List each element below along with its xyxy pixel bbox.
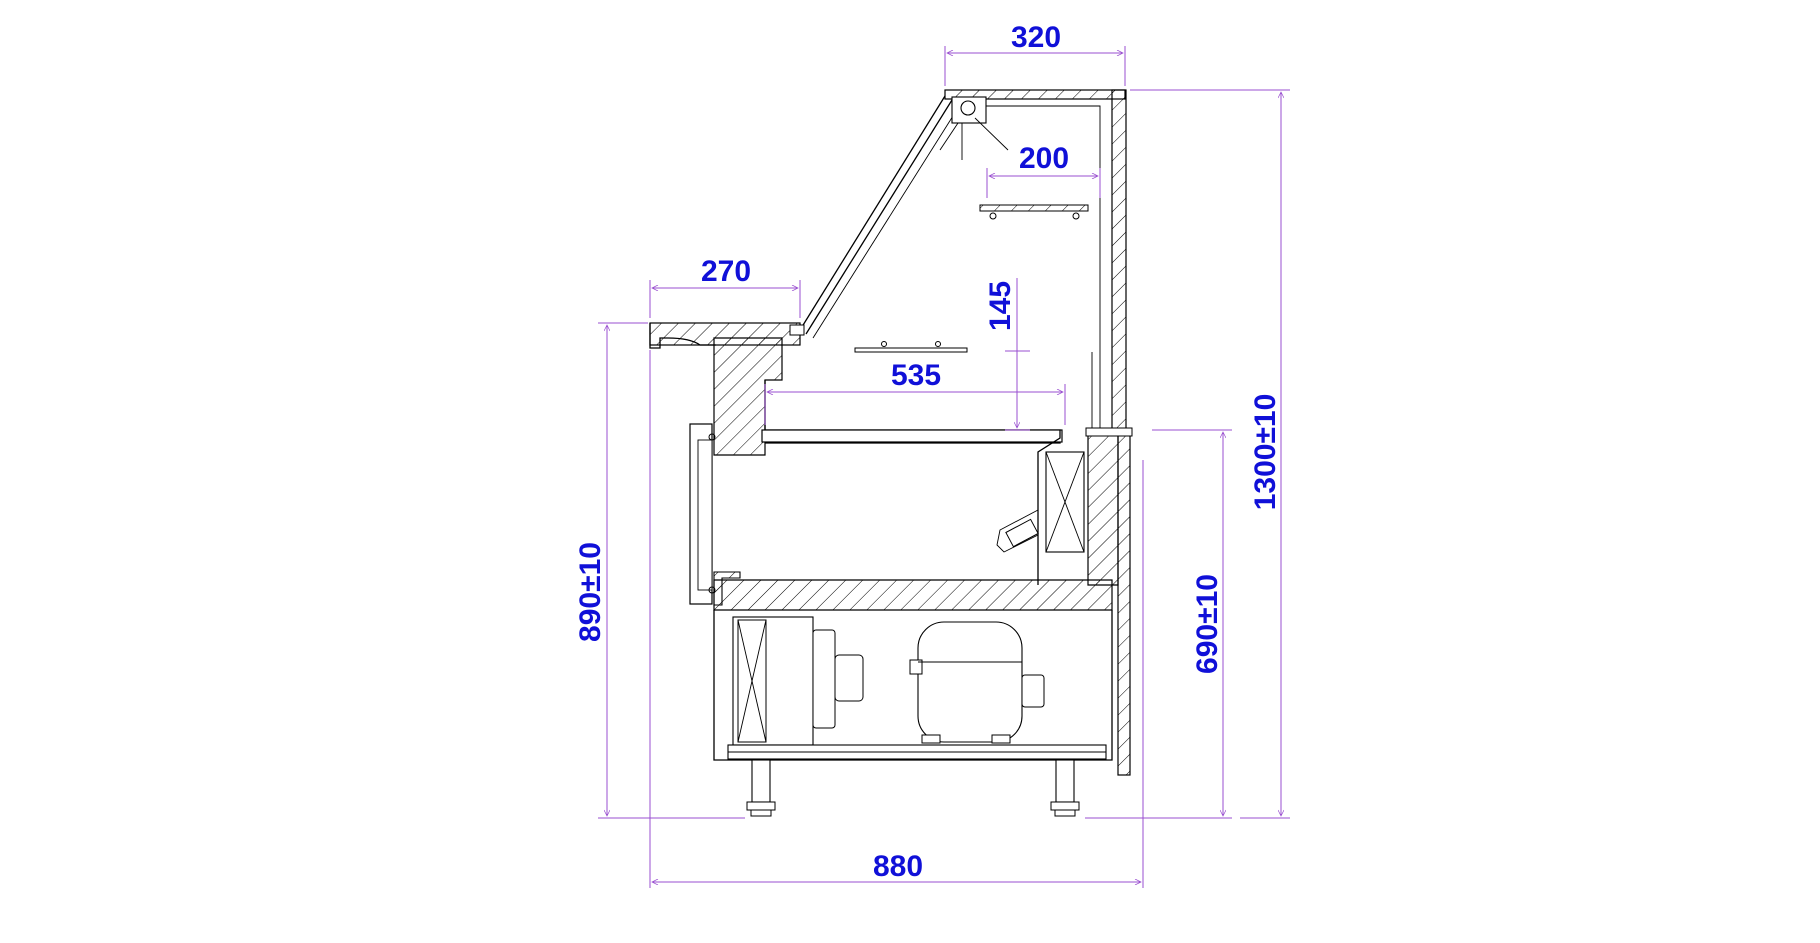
front-door	[689, 423, 716, 605]
dim-label-overall-height: 1300±10	[1249, 394, 1282, 511]
dim-label-overall-width: 880	[873, 850, 923, 883]
light-fixture	[939, 96, 1009, 160]
fan-motor	[812, 629, 836, 729]
base-insulation	[713, 579, 1113, 611]
dim-label-counter-depth: 270	[701, 255, 751, 288]
dim-counter-depth: 270	[649, 255, 801, 318]
dim-label-shelf-upper-depth: 200	[1019, 142, 1069, 175]
dim-label-deck-height: 690±10	[1191, 574, 1224, 674]
front-glass	[799, 95, 959, 339]
dim-top-width: 320	[944, 21, 1126, 86]
dim-deck-depth: 535	[764, 359, 1066, 425]
compressor	[909, 621, 1045, 744]
display-deck	[761, 429, 1063, 443]
dim-counter-height: 890±10	[574, 322, 745, 819]
dim-label-counter-height: 890±10	[574, 542, 607, 642]
dim-deck-height: 690±10	[1085, 429, 1232, 819]
dim-label-top-width: 320	[1011, 21, 1061, 54]
dim-shelf-gap: 145	[984, 278, 1030, 431]
dim-label-shelf-gap: 145	[984, 281, 1017, 331]
inner-rear-panel	[985, 105, 1101, 428]
dim-label-deck-depth: 535	[891, 359, 941, 392]
cabinet	[649, 89, 1133, 817]
dim-overall-width: 880	[649, 350, 1144, 888]
feet	[746, 759, 1080, 817]
upper-shelf	[979, 204, 1089, 220]
dim-shelf-upper-depth: 200	[986, 142, 1101, 198]
rear-wall-lower	[1117, 429, 1131, 776]
middle-shelf	[854, 341, 968, 353]
dim-overall-height: 1300±10	[1130, 89, 1290, 819]
rear-wall-upper	[1111, 89, 1127, 431]
machine-compartment	[713, 610, 1113, 761]
evaporator	[996, 427, 1133, 586]
